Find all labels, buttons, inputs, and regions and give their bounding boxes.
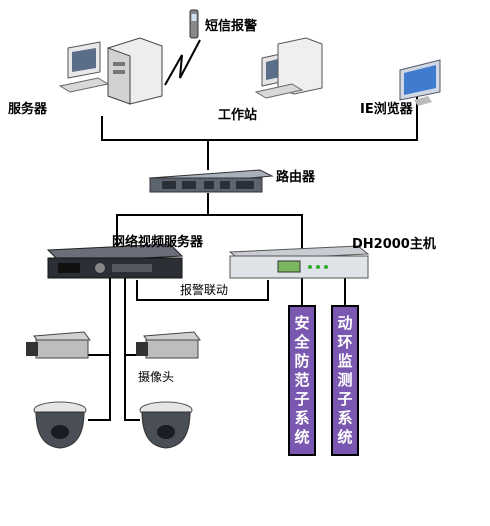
- box-camera-2-icon: [136, 331, 201, 359]
- sms-alarm-label: 短信报警: [205, 19, 258, 34]
- server-label: 服务器: [8, 102, 48, 117]
- dome-camera-2-icon: [139, 401, 193, 449]
- alarm-link-line: [136, 280, 269, 301]
- env-monitor-subsystem-box: 动 环 监 测 子 系 统: [331, 305, 359, 456]
- security-subsystem-char: 安: [294, 314, 310, 332]
- env-subsystem-char: 测: [337, 371, 353, 389]
- workstation-label: 工作站: [218, 108, 258, 123]
- ie-browser-label: IE浏览器: [360, 102, 413, 117]
- router-label: 路由器: [276, 170, 316, 185]
- dh2000-host-icon: [228, 245, 370, 279]
- env-subsystem-char: 子: [337, 390, 353, 408]
- dh2000-host-label: DH2000主机: [352, 237, 436, 252]
- security-subsystem-char: 全: [294, 333, 310, 351]
- env-subsystem-char: 监: [337, 352, 353, 370]
- sms-signal-icon: [164, 39, 201, 86]
- security-subsystem-char: 范: [294, 371, 310, 389]
- alarm-link-label: 报警联动: [180, 281, 229, 298]
- env-subsystem-char: 统: [337, 428, 353, 446]
- camera2-to-dome2-line: [124, 355, 140, 421]
- security-subsystem-char: 子: [294, 390, 310, 408]
- router-device-icon: [148, 169, 274, 193]
- network-video-server-icon: [46, 243, 184, 279]
- dome-camera-1-icon: [33, 401, 87, 449]
- env-subsystem-char: 系: [337, 409, 353, 427]
- box-camera-1-icon: [26, 331, 91, 359]
- security-subsystem-char: 统: [294, 428, 310, 446]
- server-tower-icon: [107, 37, 163, 105]
- nvs-to-camera1-line: [88, 278, 111, 356]
- security-subsystem-char: 防: [294, 352, 310, 370]
- env-subsystem-char: 环: [337, 333, 353, 351]
- env-subsystem-char: 动: [337, 314, 353, 332]
- network-video-server-label: 网络视频服务器: [112, 235, 204, 250]
- mobile-phone-icon: [189, 9, 199, 39]
- camera-label: 摄像头: [138, 370, 175, 384]
- security-subsystem-box: 安 全 防 范 子 系 统: [288, 305, 316, 456]
- camera1-to-dome1-line: [88, 355, 111, 421]
- ie-monitor-icon: [399, 59, 441, 106]
- nvs-to-camera2-line: [124, 278, 137, 356]
- server-computer-icon: [58, 41, 110, 93]
- security-subsystem-char: 系: [294, 409, 310, 427]
- top-bus-line: [101, 96, 418, 141]
- workstation-icon: [254, 37, 323, 99]
